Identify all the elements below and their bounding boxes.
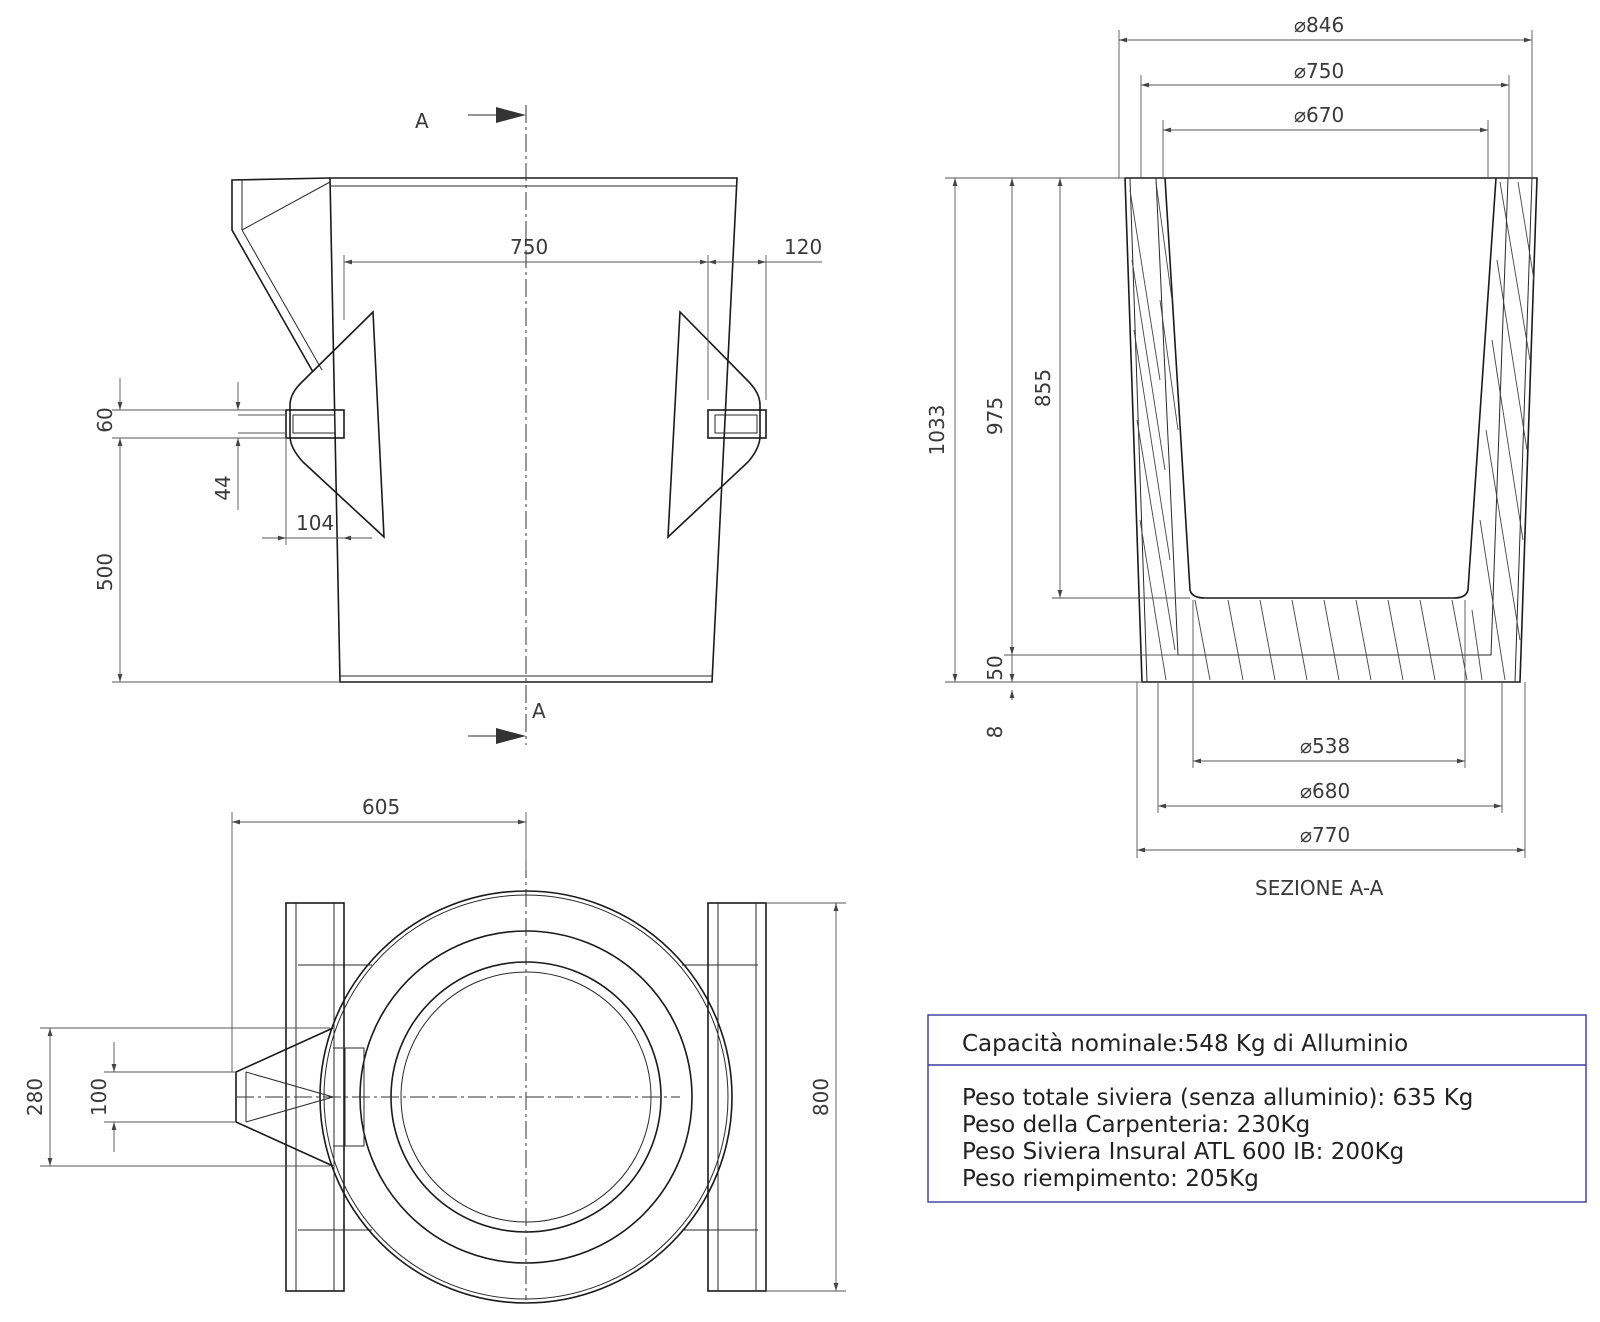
dim-855-label: 855 xyxy=(1031,369,1055,407)
dim-dia-846: ⌀846 xyxy=(1118,13,1533,178)
dim-104-label: 104 xyxy=(296,511,334,535)
dim-dia-538-label: ⌀538 xyxy=(1300,734,1350,758)
dim-dia-680: ⌀680 xyxy=(1157,682,1503,813)
title-block: Capacità nominale:548 Kg di Alluminio Pe… xyxy=(927,1014,1587,1203)
dim-605-label: 605 xyxy=(362,795,400,819)
dim-dia-538: ⌀538 xyxy=(1192,600,1466,768)
filling-weight-text: Peso riempimento: 205Kg xyxy=(962,1166,1259,1192)
dim-855: 855 xyxy=(1031,178,1190,599)
dim-60: 60 xyxy=(93,378,286,439)
dim-8: 8 xyxy=(983,690,1015,739)
dim-100: 100 xyxy=(87,1042,236,1152)
dim-280: 280 xyxy=(23,1027,330,1167)
total-weight-text: Peso totale siviera (senza alluminio): 6… xyxy=(962,1085,1473,1111)
dim-50: 50 xyxy=(983,655,1015,682)
dim-dia-770-label: ⌀770 xyxy=(1300,823,1350,847)
dim-8-label: 8 xyxy=(983,726,1007,739)
dim-500-label: 500 xyxy=(93,553,117,591)
dim-dia-680-label: ⌀680 xyxy=(1300,779,1350,803)
section-view: ⌀846 ⌀750 ⌀670 1033 975 xyxy=(925,13,1538,900)
front-view: A A 750 120 60 xyxy=(93,105,822,745)
pouring-spout xyxy=(231,177,331,373)
dim-750-label: 750 xyxy=(510,235,548,259)
capacity-text: Capacità nominale:548 Kg di Alluminio xyxy=(962,1031,1408,1057)
dim-100-label: 100 xyxy=(87,1078,111,1116)
dim-800: 800 xyxy=(766,902,846,1292)
section-outer-shell xyxy=(1124,177,1538,683)
section-arrow-top: A xyxy=(415,107,526,133)
section-label-top: A xyxy=(415,109,429,133)
dim-60-label: 60 xyxy=(93,407,117,432)
dim-50-label: 50 xyxy=(983,655,1007,680)
section-inner-cavity xyxy=(1164,177,1497,599)
title-block-frame xyxy=(927,1014,1587,1203)
dim-120: 120 xyxy=(708,235,822,400)
section-title: SEZIONE A-A xyxy=(1255,876,1384,900)
dim-605: 605 xyxy=(231,795,527,1072)
dim-44: 44 xyxy=(211,382,286,510)
dim-dia-846-label: ⌀846 xyxy=(1294,13,1344,37)
dim-975-label: 975 xyxy=(983,397,1007,435)
right-trunnion-bracket xyxy=(667,310,767,539)
dim-44-label: 44 xyxy=(211,475,235,500)
dim-dia-670-label: ⌀670 xyxy=(1294,103,1344,127)
dim-800-label: 800 xyxy=(809,1078,833,1116)
left-trunnion-bracket xyxy=(285,310,385,539)
plan-view: 605 280 100 800 xyxy=(23,795,846,1304)
section-liner xyxy=(1155,177,1509,656)
dim-dia-670: ⌀670 xyxy=(1162,103,1489,178)
section-label-bottom: A xyxy=(532,699,546,723)
dim-104: 104 xyxy=(262,438,372,545)
section-hatching xyxy=(1129,181,1535,681)
carpentry-weight-text: Peso della Carpenteria: 230Kg xyxy=(962,1112,1310,1138)
dim-750: 750 xyxy=(343,235,709,400)
dim-1033: 1033 xyxy=(925,177,1142,683)
dim-280-label: 280 xyxy=(23,1078,47,1116)
dim-120-label: 120 xyxy=(784,235,822,259)
dim-dia-750: ⌀750 xyxy=(1140,59,1510,178)
dim-dia-770: ⌀770 xyxy=(1136,682,1526,858)
dim-dia-750-label: ⌀750 xyxy=(1294,59,1344,83)
dim-975: 975 xyxy=(983,178,1178,656)
dim-1033-label: 1033 xyxy=(925,405,949,456)
ladle-weight-text: Peso Siviera Insural ATL 600 IB: 200Kg xyxy=(962,1139,1404,1165)
plan-right-frame xyxy=(682,902,767,1292)
section-arrow-bottom: A xyxy=(468,699,546,744)
dim-500: 500 xyxy=(93,438,340,683)
ladle-body-outline xyxy=(329,177,738,683)
